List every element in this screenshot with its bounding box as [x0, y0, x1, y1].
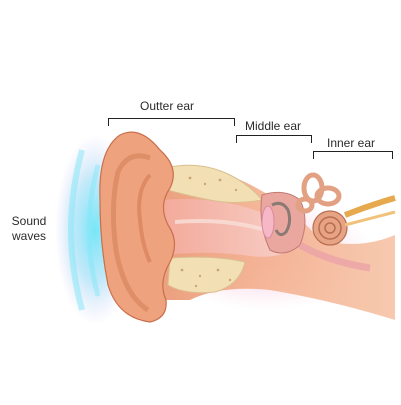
- outer-ear-label: Outter ear: [140, 99, 195, 113]
- auditory-nerve-strand: [344, 210, 396, 227]
- pinna-inner-fold: [137, 173, 152, 263]
- auditory-nerve: [343, 195, 396, 218]
- outer-ear-bracket: [108, 118, 235, 126]
- middle-ear-label: Middle ear: [245, 119, 302, 133]
- inner-ear-bracket: [313, 151, 393, 159]
- cochlea: [312, 210, 348, 246]
- eardrum: [261, 205, 275, 239]
- sound-waves-label: Sound waves: [11, 214, 47, 243]
- eustachian-tube: [298, 241, 371, 272]
- inner-ear-label: Inner ear: [327, 136, 376, 150]
- semicircular-canals: [295, 172, 342, 214]
- sound-wave-arc: [68, 149, 85, 311]
- pinna: [99, 131, 176, 323]
- middle-ear-bracket: [236, 135, 312, 143]
- cartilage-lower: [167, 256, 246, 294]
- ossicles: [271, 201, 292, 237]
- ear-canal: [160, 199, 300, 257]
- bone-texture: [180, 176, 238, 288]
- sound-wave-arc: [86, 164, 101, 297]
- ear-canal-highlight: [174, 219, 266, 232]
- pinna-rim-fold: [110, 153, 151, 313]
